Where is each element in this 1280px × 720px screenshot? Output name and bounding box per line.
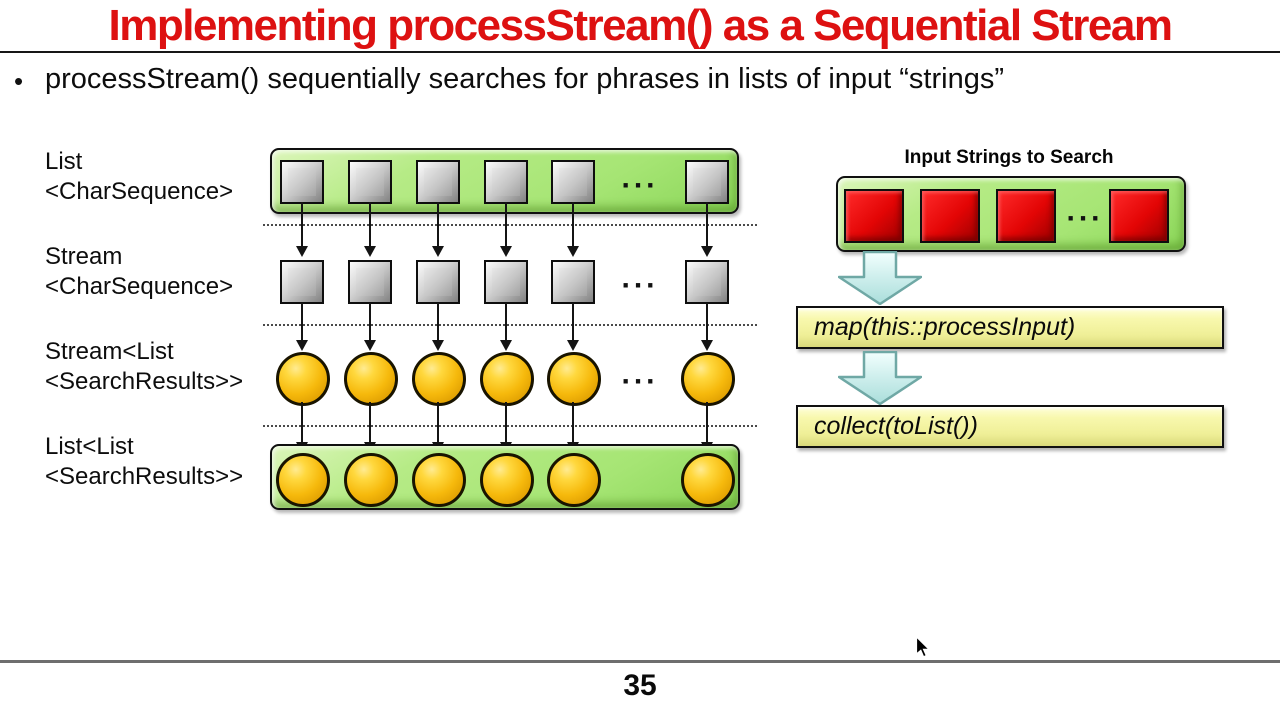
ellipsis-dots: ...: [1066, 194, 1104, 228]
page-number: 35: [623, 669, 657, 702]
gray-square: [416, 260, 460, 304]
flow-arrow-down: [567, 402, 579, 453]
gray-square: [551, 260, 595, 304]
searchresults-circle: [276, 453, 330, 507]
flow-arrow-down: [296, 402, 308, 453]
input-strings-heading: Input Strings to Search: [904, 147, 1114, 168]
flow-arrow-down: [701, 402, 713, 453]
flow-arrow-down: [701, 303, 713, 351]
gray-square: [685, 260, 729, 304]
searchresults-circle: [480, 352, 534, 406]
footer-divider: [0, 660, 1280, 663]
searchresults-circle: [681, 352, 735, 406]
row-label-line: <CharSequence>: [45, 178, 234, 205]
ellipsis-dots: ...: [621, 357, 659, 391]
searchresults-circle: [276, 352, 330, 406]
searchresults-circle: [547, 352, 601, 406]
flow-arrow-down: [296, 202, 308, 257]
gray-square: [416, 160, 460, 204]
flow-arrow-down: [432, 202, 444, 257]
dotted-separator: [263, 425, 757, 427]
gray-square: [280, 160, 324, 204]
row-label-stream-charsequence: Stream <CharSequence>: [45, 242, 233, 302]
dotted-separator: [263, 324, 757, 326]
flow-arrow-down: [364, 303, 376, 351]
row-label-stream-searchresults: Stream<List <SearchResults>>: [45, 337, 243, 397]
searchresults-circle: [344, 352, 398, 406]
bullet-glyph: •: [14, 66, 24, 96]
row-label-list-charsequence: List <CharSequence>: [45, 147, 233, 207]
row-label-list-searchresults: List<List <SearchResults>>: [45, 432, 243, 492]
mouse-cursor-icon: [915, 636, 931, 658]
flow-arrow-down: [567, 202, 579, 257]
gray-square: [484, 160, 528, 204]
flow-arrow-down: [701, 202, 713, 257]
flow-arrow-down: [567, 303, 579, 351]
row-label-line: <SearchResults>>: [45, 368, 244, 395]
row-label-line: List<List: [45, 433, 134, 460]
bullet-text: processStream() sequentially searches fo…: [45, 63, 1004, 95]
flow-arrow-down: [500, 402, 512, 453]
gray-square: [348, 160, 392, 204]
row-label-line: <SearchResults>>: [45, 463, 244, 490]
title-divider: [0, 51, 1280, 53]
flow-arrow-down: [364, 402, 376, 453]
block-arrow-down-icon: [838, 351, 922, 405]
ellipsis-dots: ...: [621, 161, 659, 195]
searchresults-circle: [412, 352, 466, 406]
row-label-line: Stream<List: [45, 338, 174, 365]
collect-step-box: collect(toList()): [796, 405, 1224, 448]
red-square: [996, 189, 1056, 243]
map-step-box: map(this::processInput): [796, 306, 1224, 349]
slide-title: Implementing processStream() as a Sequen…: [108, 1, 1174, 50]
block-arrow-down-icon: [838, 251, 922, 305]
flow-arrow-down: [364, 202, 376, 257]
gray-square: [484, 260, 528, 304]
searchresults-circle: [344, 453, 398, 507]
row-label-line: Stream: [45, 243, 123, 270]
searchresults-circle: [681, 453, 735, 507]
flow-arrow-down: [432, 402, 444, 453]
gray-square: [348, 260, 392, 304]
gray-square: [685, 160, 729, 204]
row-label-line: <CharSequence>: [45, 273, 234, 300]
searchresults-circle: [547, 453, 601, 507]
flow-arrow-down: [500, 202, 512, 257]
searchresults-circle: [480, 453, 534, 507]
flow-arrow-down: [500, 303, 512, 351]
flow-arrow-down: [432, 303, 444, 351]
gray-square: [280, 260, 324, 304]
ellipsis-dots: ...: [621, 261, 659, 295]
red-square: [844, 189, 904, 243]
row-label-line: List: [45, 148, 83, 175]
dotted-separator: [263, 224, 757, 226]
flow-arrow-down: [296, 303, 308, 351]
gray-square: [551, 160, 595, 204]
red-square: [920, 189, 980, 243]
searchresults-circle: [412, 453, 466, 507]
red-square: [1109, 189, 1169, 243]
